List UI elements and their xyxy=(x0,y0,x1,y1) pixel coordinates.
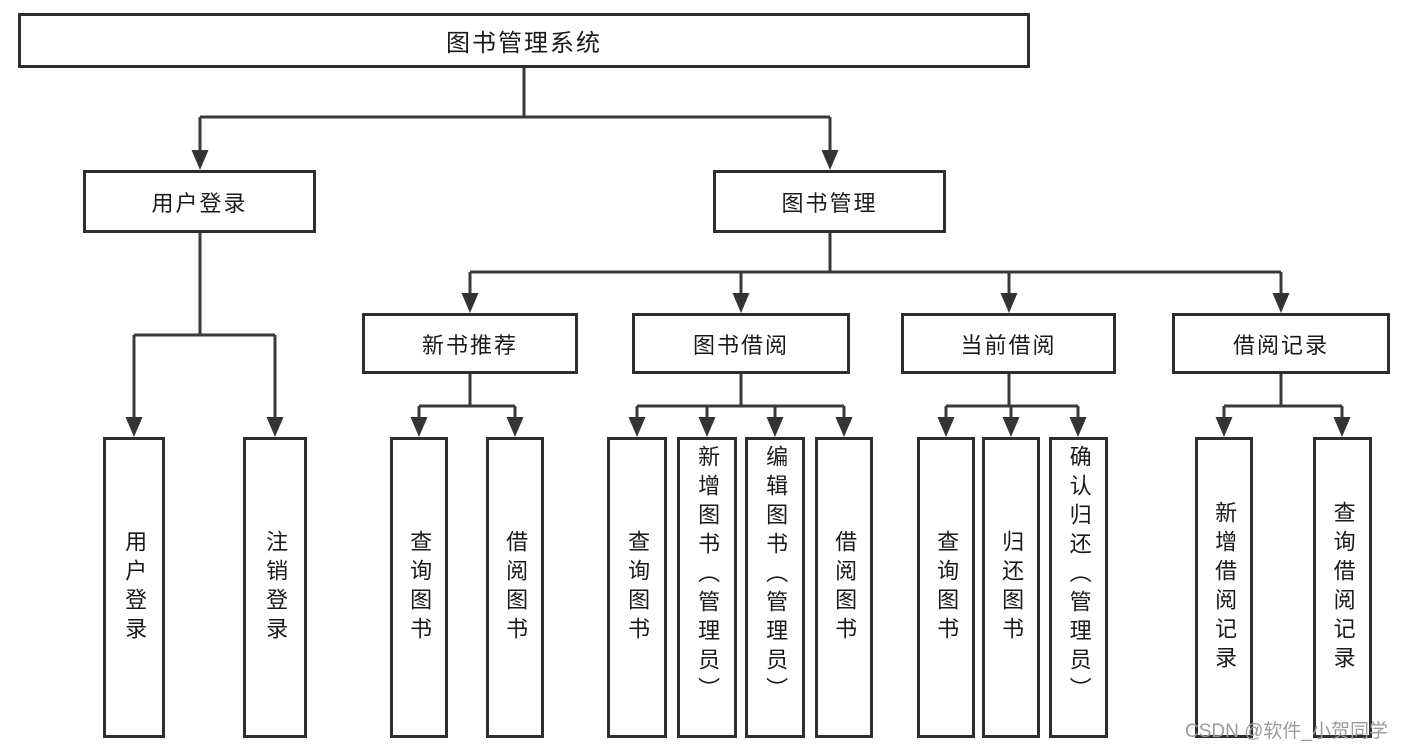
arrowhead xyxy=(732,293,750,313)
node-borrow-record: 借阅记录 xyxy=(1172,313,1390,374)
arrowhead xyxy=(191,150,209,170)
arrowhead xyxy=(125,417,143,437)
node-current-borrow: 当前借阅 xyxy=(901,313,1116,374)
leaf-borrow-edit-books-admin: 编辑图书（管理员） xyxy=(745,437,805,738)
arrowhead xyxy=(835,417,853,437)
arrowhead xyxy=(766,417,784,437)
leaf-borrow-add-books-admin: 新增图书（管理员） xyxy=(677,437,737,738)
arrowhead xyxy=(937,417,955,437)
arrowheads xyxy=(125,150,1351,437)
connector-manage-to-level2 xyxy=(468,233,1283,297)
connector-newbook-to-leaves xyxy=(417,374,517,421)
node-book-borrow: 图书借阅 xyxy=(632,313,850,374)
leaf-current-return-books: 归还图书 xyxy=(982,437,1040,738)
leaf-record-query-borrow-record: 查询借阅记录 xyxy=(1313,437,1372,738)
arrowhead xyxy=(266,417,284,437)
leaf-logout: 注销登录 xyxy=(243,437,307,738)
arrowhead xyxy=(410,417,428,437)
arrowhead xyxy=(506,417,524,437)
node-root-library-system: 图书管理系统 xyxy=(18,13,1030,68)
leaf-borrow-query-books: 查询图书 xyxy=(607,437,667,738)
arrowhead xyxy=(1215,417,1233,437)
node-user-login: 用户登录 xyxy=(83,170,316,233)
connector-record-to-leaves xyxy=(1222,374,1344,421)
arrowhead xyxy=(461,293,479,313)
arrowhead xyxy=(821,150,839,170)
node-book-manage: 图书管理 xyxy=(713,170,946,233)
leaf-user-login: 用户登录 xyxy=(103,437,165,738)
leaf-borrow-borrow-books: 借阅图书 xyxy=(815,437,873,738)
leaf-newbook-query-books: 查询图书 xyxy=(390,437,448,738)
connector-current-to-leaves xyxy=(944,374,1080,421)
node-new-book-recommend: 新书推荐 xyxy=(362,313,578,374)
leaf-current-query-books: 查询图书 xyxy=(917,437,975,738)
arrowhead xyxy=(698,417,716,437)
arrowhead xyxy=(1069,417,1087,437)
leaf-current-confirm-return-admin: 确认归还（管理员） xyxy=(1049,437,1108,738)
arrowhead xyxy=(1333,417,1351,437)
arrowhead xyxy=(1272,293,1290,313)
leaf-record-add-borrow-record: 新增借阅记录 xyxy=(1195,437,1253,738)
connector-borrow-to-leaves xyxy=(635,374,846,421)
connector-root-to-level1 xyxy=(198,68,832,154)
arrowhead xyxy=(628,417,646,437)
leaf-newbook-borrow-books: 借阅图书 xyxy=(486,437,544,738)
arrowhead xyxy=(1000,293,1018,313)
csdn-watermark: CSDN @软件_小贺同学 xyxy=(1185,721,1388,742)
connector-login-to-leaves xyxy=(132,233,277,421)
arrowhead xyxy=(1002,417,1020,437)
